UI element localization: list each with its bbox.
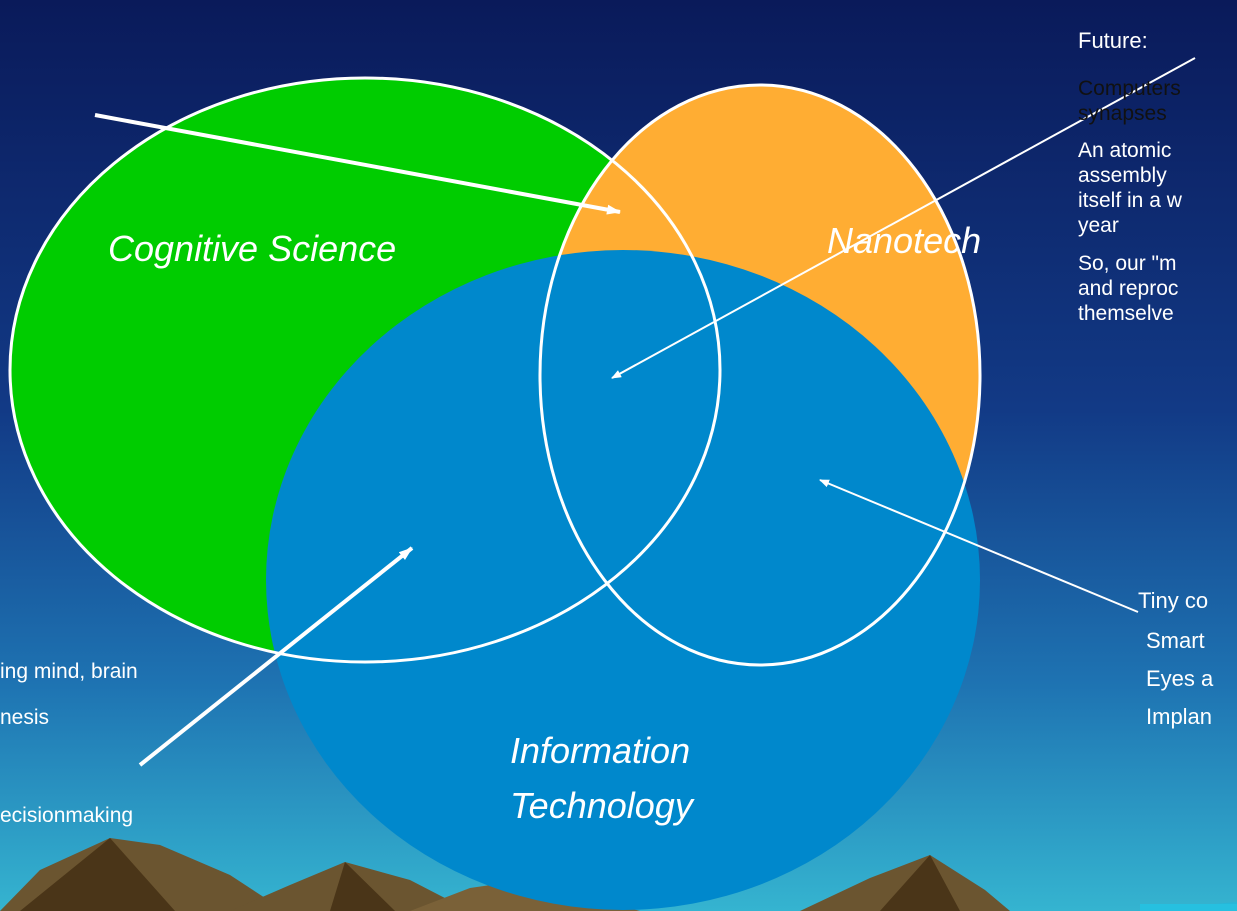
- right-note-1: Tiny co: [1138, 588, 1209, 613]
- arrow-to-cog-nano-overlap: [94, 113, 621, 215]
- arrow-to-nano-info-overlap: [819, 479, 1139, 613]
- left-note-1: ing mind, brain: [0, 660, 138, 683]
- left-note-3: ecisionmaking: [0, 804, 134, 827]
- future-line-3: An atomic: [1078, 139, 1172, 162]
- cognitive-science-label: Cognitive Science: [108, 228, 397, 269]
- future-line-4: assembly: [1078, 164, 1167, 187]
- right-note-3: Eyes a: [1146, 666, 1214, 691]
- nanotech-label: Nanotech: [827, 220, 982, 261]
- arrow-to-center-overlap: [611, 57, 1196, 379]
- information-technology-circle: [266, 250, 980, 910]
- future-line-2: synapses: [1078, 102, 1167, 125]
- future-line-1: Computers: [1078, 77, 1181, 100]
- cognitive-science-outline: [8, 76, 722, 664]
- mountain-range: [0, 838, 1237, 911]
- information-technology-label-line1: Information: [510, 730, 691, 771]
- future-line-6: year: [1078, 214, 1119, 237]
- future-line-8: and reproc: [1078, 277, 1179, 300]
- future-line-5: itself in a w: [1078, 189, 1182, 212]
- right-note-2: Smart: [1146, 628, 1205, 653]
- left-note-2: nesis: [0, 706, 50, 729]
- future-heading: Future:: [1078, 28, 1148, 53]
- future-line-7: So, our "m: [1078, 252, 1177, 275]
- future-line-9: themselve: [1078, 302, 1174, 325]
- information-technology-label-line2: Technology: [510, 785, 693, 826]
- nanotech-outline: [538, 83, 982, 667]
- arrow-to-cog-info-overlap: [138, 546, 414, 767]
- right-note-4: Implan: [1146, 704, 1213, 729]
